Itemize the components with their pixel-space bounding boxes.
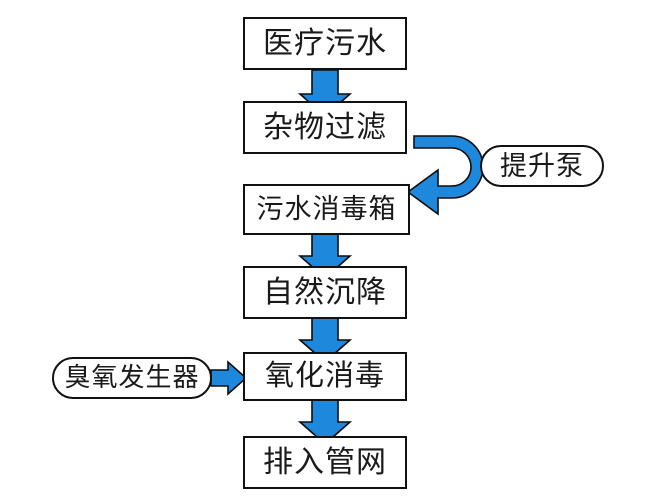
node-natural-settling-label: 自然沉降 xyxy=(263,275,387,309)
node-lift-pump-label: 提升泵 xyxy=(500,150,584,181)
node-lift-pump[interactable]: 提升泵 xyxy=(480,145,604,187)
node-discharge-to-pipe-network[interactable]: 排入管网 xyxy=(243,436,407,489)
node-medical-wastewater[interactable]: 医疗污水 xyxy=(243,17,407,70)
arrow-filter-to-u-turn xyxy=(406,135,484,216)
node-ozone-generator-label: 臭氧发生器 xyxy=(64,363,200,392)
node-discharge-to-pipe-network-label: 排入管网 xyxy=(263,445,387,479)
node-natural-settling[interactable]: 自然沉降 xyxy=(243,266,407,319)
node-wastewater-disinfection-tank-label: 污水消毒箱 xyxy=(256,194,397,224)
node-oxidation-disinfection[interactable]: 氧化消毒 xyxy=(243,352,407,401)
node-ozone-generator[interactable]: 臭氧发生器 xyxy=(52,357,212,399)
node-debris-filter-label: 杂物过滤 xyxy=(263,110,387,144)
node-oxidation-disinfection-label: 氧化消毒 xyxy=(264,360,385,392)
arrow-ozone-to-oxidation xyxy=(210,360,248,396)
node-debris-filter[interactable]: 杂物过滤 xyxy=(243,101,407,154)
node-wastewater-disinfection-tank[interactable]: 污水消毒箱 xyxy=(243,184,410,235)
node-medical-wastewater-label: 医疗污水 xyxy=(263,26,387,60)
